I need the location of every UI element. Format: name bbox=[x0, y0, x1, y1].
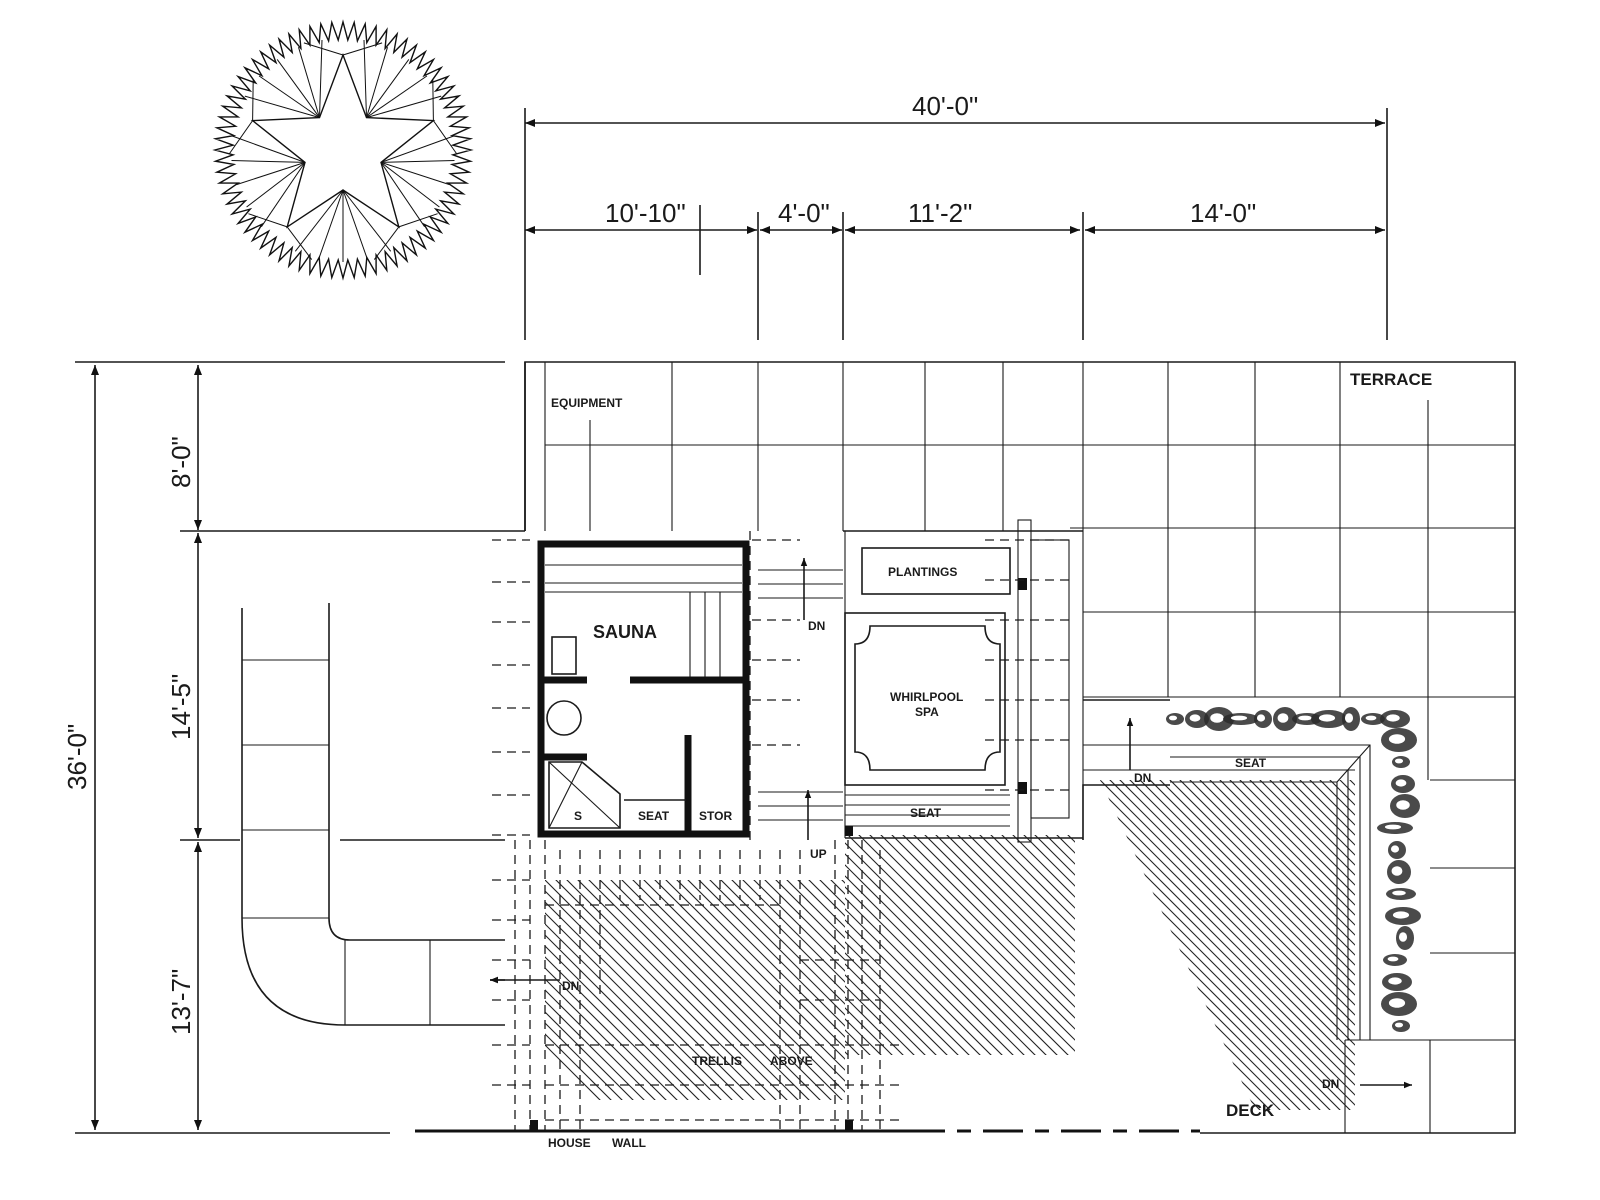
dim-depth3: 13'-7" bbox=[166, 969, 196, 1035]
dn-right-label: DN bbox=[1134, 771, 1151, 785]
dim-seg3: 11'-2" bbox=[908, 198, 972, 228]
seat-spa-label: SEAT bbox=[910, 806, 942, 820]
seat-bench-label: SEAT bbox=[1235, 756, 1267, 770]
sauna-label: SAUNA bbox=[593, 622, 657, 642]
tree-plan-symbol-icon bbox=[212, 19, 474, 281]
sauna: SAUNA S SEAT STOR bbox=[537, 540, 853, 838]
plantings-label: PLANTINGS bbox=[888, 565, 957, 579]
dim-seg1: 10'-10" bbox=[605, 198, 686, 228]
seat-sauna-label: SEAT bbox=[638, 809, 670, 823]
spa-area: PLANTINGS WHIRLPOOL SPA SEAT bbox=[843, 519, 1083, 843]
house-label: HOUSE bbox=[548, 1136, 591, 1150]
dim-depth2: 14'-5" bbox=[166, 674, 196, 740]
trellis-above: TRELLIS ABOVE bbox=[514, 835, 1075, 1130]
house-wall: HOUSE WALL bbox=[415, 1129, 1200, 1150]
terrace-label: TERRACE bbox=[1350, 370, 1432, 389]
spa-label: SPA bbox=[915, 705, 939, 719]
dim-seg4: 14'-0" bbox=[1190, 198, 1256, 228]
top-dimensions: 40'-0" 10'-10" 4'-0" 11'-2" 14'-0" bbox=[524, 91, 1388, 340]
deck: SEAT DN DN DECK bbox=[1082, 699, 1421, 1120]
dim-overall-width: 40'-0" bbox=[912, 91, 978, 121]
left-walkway: DN bbox=[241, 603, 579, 1026]
steps-area: DN UP bbox=[749, 531, 843, 861]
shower-label: S bbox=[574, 809, 582, 823]
dn-left-label: DN bbox=[562, 979, 579, 993]
equipment-label: EQUIPMENT bbox=[551, 396, 623, 410]
deck-label: DECK bbox=[1226, 1101, 1275, 1120]
above-label: ABOVE bbox=[770, 1054, 813, 1068]
terrace-paving-grid: TERRACE EQUIPMENT bbox=[524, 361, 1516, 1134]
left-dimensions: 36'-0" 8'-0" 14'-5" 13'-7" bbox=[62, 361, 525, 1134]
up-label: UP bbox=[810, 847, 827, 861]
whirlpool-label: WHIRLPOOL bbox=[890, 690, 963, 704]
wall-label: WALL bbox=[612, 1136, 646, 1150]
dn-bottom-label: DN bbox=[1322, 1077, 1339, 1091]
dim-seg2: 4'-0" bbox=[778, 198, 830, 228]
joist-dashes bbox=[492, 539, 530, 1086]
stor-label: STOR bbox=[699, 809, 732, 823]
dim-overall-depth: 36'-0" bbox=[62, 724, 92, 790]
dim-depth1: 8'-0" bbox=[166, 436, 196, 488]
dn-top-label: DN bbox=[808, 619, 825, 633]
trellis-label: TRELLIS bbox=[692, 1054, 742, 1068]
